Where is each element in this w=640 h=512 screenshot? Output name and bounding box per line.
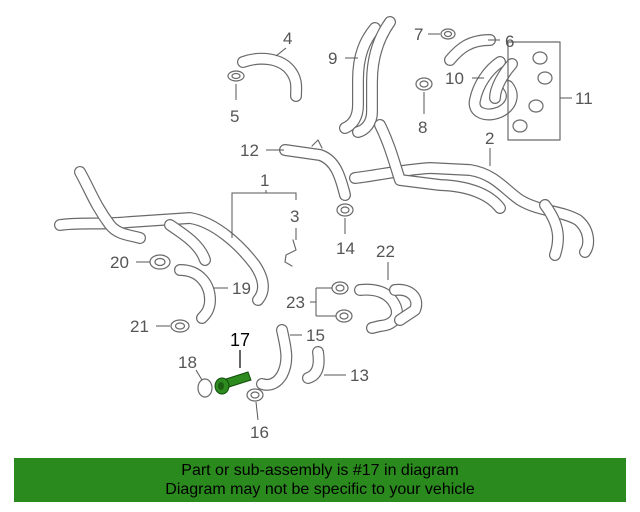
callout-19: 19: [232, 279, 251, 298]
part-21-clamp[interactable]: [170, 319, 190, 333]
part-8-clamp[interactable]: [415, 77, 433, 91]
part-2-pipe-assembly[interactable]: [349, 119, 595, 261]
callout-12: 12: [240, 141, 259, 160]
banner-line-2: Diagram may not be specific to your vehi…: [165, 481, 475, 498]
part-15-hose[interactable]: [256, 324, 293, 391]
part-6-hose[interactable]: [444, 34, 496, 66]
callout-7: 7: [414, 25, 423, 44]
callout-15: 15: [306, 326, 325, 345]
part-13-hose[interactable]: [302, 346, 325, 384]
part-7-clamp[interactable]: [440, 28, 456, 40]
part-14-clamp[interactable]: [336, 203, 354, 217]
callout-3: 3: [290, 207, 299, 226]
part-5-clamp[interactable]: [227, 70, 245, 82]
callout-11: 11: [575, 89, 593, 108]
callout-23: 23: [286, 293, 305, 312]
part-9-pipe[interactable]: [339, 16, 396, 138]
callout-4: 4: [283, 29, 292, 48]
hose-parts-diagram: 4 5 7 6 9 8 10 11 12 2 1 3 14 22 20 19 2…: [54, 16, 595, 442]
callout-labels: 4 5 7 6 9 8 10 11 12 2 1 3 14 22 20 19 2…: [110, 25, 593, 442]
callout-9: 9: [328, 49, 337, 68]
part-4-hose[interactable]: [237, 52, 303, 102]
part-16-clamp[interactable]: [246, 388, 264, 402]
callout-1: 1: [260, 171, 269, 190]
part-10-hose[interactable]: [468, 56, 518, 121]
part-11-clamp-set[interactable]: [507, 41, 561, 141]
callout-17[interactable]: 17: [230, 330, 250, 350]
part-18-washer[interactable]: [197, 378, 213, 398]
callout-2: 2: [485, 129, 494, 148]
part-12-pipe[interactable]: [279, 139, 351, 201]
callout-21: 21: [130, 317, 149, 336]
callout-5: 5: [230, 107, 239, 126]
info-banner: Part or sub-assembly is #17 in diagram D…: [14, 458, 626, 502]
part-1-pipe-assembly[interactable]: [54, 166, 269, 306]
callout-16: 16: [250, 423, 269, 442]
callout-20: 20: [110, 253, 129, 272]
callout-13: 13: [350, 366, 369, 385]
part-22-hose[interactable]: [354, 283, 423, 334]
callout-18: 18: [178, 353, 197, 372]
callout-8: 8: [418, 118, 427, 137]
part-3-pipe[interactable]: [284, 239, 297, 267]
leader-lines: [136, 33, 572, 421]
banner-line-1: Part or sub-assembly is #17 in diagram: [181, 462, 459, 479]
part-17-bolt[interactable]: [214, 371, 252, 395]
callout-10: 10: [445, 69, 464, 88]
part-19-hose[interactable]: [174, 264, 216, 324]
callout-14: 14: [336, 239, 355, 258]
callout-6: 6: [505, 32, 514, 51]
part-20-clamp[interactable]: [149, 254, 171, 270]
callout-22: 22: [376, 242, 395, 261]
